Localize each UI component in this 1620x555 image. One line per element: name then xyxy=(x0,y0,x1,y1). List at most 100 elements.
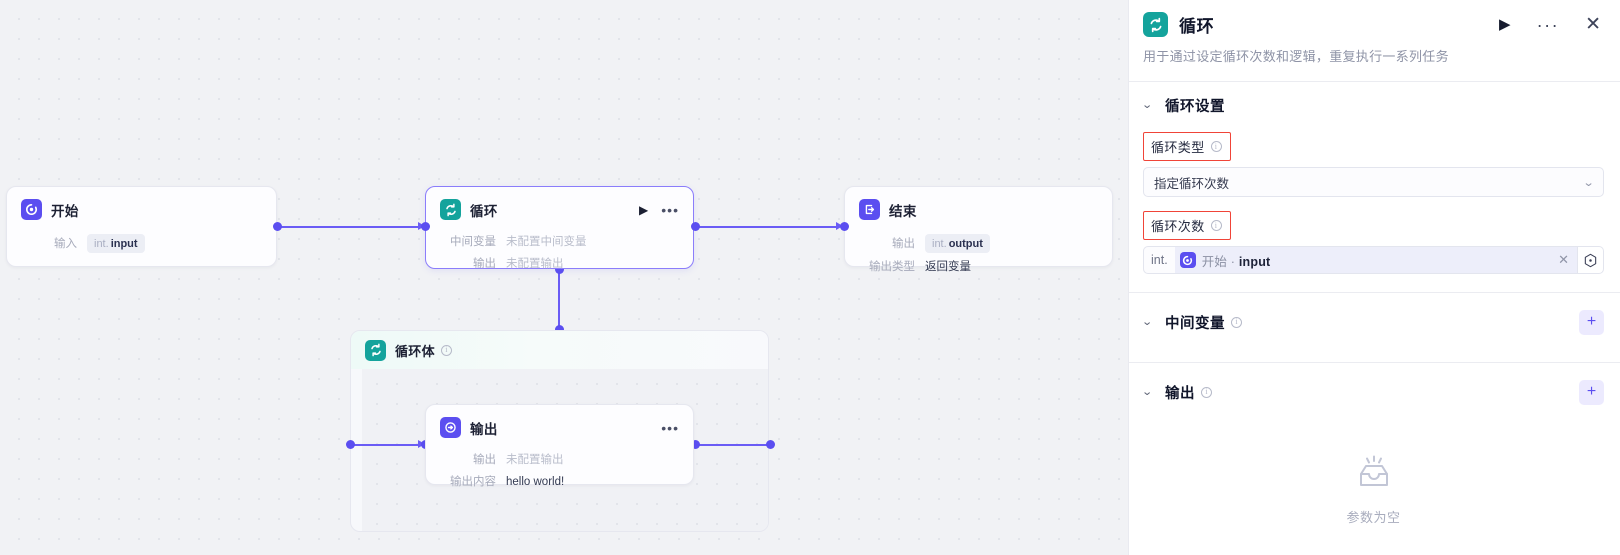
info-icon[interactable]: i xyxy=(1231,316,1242,328)
clear-icon[interactable]: ✕ xyxy=(1558,252,1569,267)
node-loop-body-rows: 中间变量 未配置中间变量 输出 未配置输出 xyxy=(426,226,693,284)
edge-loop-to-end xyxy=(695,226,838,228)
info-icon[interactable]: i xyxy=(1210,220,1222,231)
edge-loop-to-body xyxy=(558,269,560,329)
row-label: 中间变量 xyxy=(450,236,496,248)
chip-type: int. xyxy=(94,237,109,250)
row-value: 返回变量 xyxy=(925,261,971,273)
chevron-down-icon[interactable]: ⌄ xyxy=(1141,98,1153,111)
variable-chip: int.input xyxy=(87,234,145,253)
node-loop-row-output: 输出 未配置输出 xyxy=(440,256,679,272)
port-body-in[interactable] xyxy=(345,439,355,449)
section-title: 循环设置 xyxy=(1165,98,1225,115)
row-label: 输入 xyxy=(54,237,77,250)
field-label-loop-type: 循环类型 i xyxy=(1143,132,1231,161)
port-body-out[interactable] xyxy=(765,439,775,449)
panel-title: 循环 xyxy=(1179,17,1215,36)
node-loop[interactable]: 循环 ▶ ••• 中间变量 未配置中间变量 输出 未配置输出 xyxy=(425,186,694,270)
node-end-row-output: 输出 int.output xyxy=(859,234,1098,253)
port-output-out[interactable] xyxy=(690,439,700,449)
node-output-header: 输出 ••• xyxy=(426,405,693,444)
node-start-title: 开始 xyxy=(51,203,79,219)
variable-reference-input[interactable]: 开始 · input ✕ xyxy=(1174,246,1578,274)
node-output-actions: ••• xyxy=(661,421,679,435)
port-loop-bottom[interactable] xyxy=(554,264,564,274)
chip-value: input xyxy=(110,237,138,250)
variable-chip: int.output xyxy=(925,234,990,253)
port-loop-in[interactable] xyxy=(420,221,430,231)
flow-canvas[interactable]: 开始 输入 int.input 循环 xyxy=(0,0,1128,555)
port-loopbody-top[interactable] xyxy=(554,324,564,334)
section-title: 中间变量 xyxy=(1165,315,1225,332)
row-value: hello world! xyxy=(506,476,565,488)
more-icon[interactable]: ··· xyxy=(1536,14,1560,35)
row-label: 输出内容 xyxy=(450,476,496,488)
loop-type-select[interactable]: 指定循环次数 ⌄ xyxy=(1143,167,1604,197)
edge-start-to-loop xyxy=(277,226,420,228)
more-icon[interactable]: ••• xyxy=(661,201,679,218)
chevron-down-icon[interactable]: ⌄ xyxy=(1141,385,1153,398)
row-value: 未配置输出 xyxy=(506,454,564,466)
port-loop-out[interactable] xyxy=(690,221,700,231)
start-node-icon xyxy=(1179,252,1196,268)
row-label: 输出 xyxy=(473,454,496,466)
type-tag: int. xyxy=(1143,246,1175,274)
port-start-out[interactable] xyxy=(272,221,282,231)
node-loop-actions: ▶ ••• xyxy=(639,203,679,217)
close-icon[interactable]: ✕ xyxy=(1585,14,1601,35)
node-start-row-input: 输入 int.input xyxy=(21,234,262,253)
section-output: ⌄ 输出 i + 参数为空 xyxy=(1129,363,1620,526)
section-output-header[interactable]: ⌄ 输出 i + xyxy=(1141,363,1604,421)
row-value: 未配置输出 xyxy=(506,258,564,270)
section-intermediate-header[interactable]: ⌄ 中间变量 i + xyxy=(1141,293,1604,351)
empty-inbox-icon xyxy=(1359,455,1388,486)
node-end-header: 结束 xyxy=(845,187,1112,226)
node-loop-title: 循环 xyxy=(470,203,498,219)
row-label: 输出 xyxy=(473,258,496,270)
node-end-title: 结束 xyxy=(889,203,917,219)
chip-type: int. xyxy=(932,237,947,250)
port-end-in[interactable] xyxy=(839,221,849,231)
node-start-body: 输入 int.input xyxy=(7,226,276,265)
more-icon[interactable]: ••• xyxy=(661,419,679,436)
run-icon[interactable]: ▶ xyxy=(1499,16,1511,33)
loop-count-field[interactable]: int. 开始 · input ✕ xyxy=(1143,246,1604,274)
loop-node-icon xyxy=(1143,12,1168,37)
node-start[interactable]: 开始 输入 int.input xyxy=(6,186,277,267)
panel-header: 循环 ▶ ··· ✕ xyxy=(1129,0,1620,37)
ref-field: input xyxy=(1238,254,1271,269)
node-output[interactable]: 输出 ••• 输出 未配置输出 输出内容 hello world! xyxy=(425,404,694,488)
chevron-down-icon[interactable]: ⌄ xyxy=(1141,315,1153,328)
play-icon[interactable]: ▶ xyxy=(639,202,649,217)
section-loop-settings-header[interactable]: ⌄ 循环设置 xyxy=(1141,82,1604,128)
node-output-body: 输出 未配置输出 输出内容 hello world! xyxy=(426,444,693,502)
ref-node: 开始 xyxy=(1201,254,1228,269)
ref-separator: · xyxy=(1230,254,1236,269)
node-output-row-output: 输出 未配置输出 xyxy=(440,452,679,468)
field-label-loop-count: 循环次数 i xyxy=(1143,211,1231,240)
info-icon[interactable]: i xyxy=(1210,141,1222,152)
loop-type-value: 指定循环次数 xyxy=(1154,176,1230,191)
chevron-down-icon[interactable]: ⌄ xyxy=(1582,176,1595,189)
row-value: 未配置中间变量 xyxy=(506,236,587,248)
label-text: 循环类型 xyxy=(1151,140,1205,155)
divider xyxy=(1129,81,1620,82)
add-intermediate-var-button[interactable]: + xyxy=(1579,309,1604,335)
node-end[interactable]: 结束 输出 int.output 输出类型 返回变量 xyxy=(844,186,1113,273)
loop-body-title: 循环体 xyxy=(395,343,435,359)
node-loop-header: 循环 ▶ ••• xyxy=(426,187,693,226)
variable-picker-button[interactable] xyxy=(1578,246,1604,274)
info-icon[interactable]: i xyxy=(440,344,452,356)
node-start-header: 开始 xyxy=(7,187,276,226)
section-intermediate-vars: ⌄ 中间变量 i + xyxy=(1129,293,1620,362)
edge-body-in xyxy=(352,444,420,446)
node-output-row-content: 输出内容 hello world! xyxy=(440,474,679,490)
output-empty-state: 参数为空 xyxy=(1143,421,1604,526)
section-loop-settings: ⌄ 循环设置 循环类型 i 指定循环次数 ⌄ 循环次数 i int. xyxy=(1129,82,1620,292)
info-icon[interactable]: i xyxy=(1201,386,1212,398)
node-loop-row-intermediate: 中间变量 未配置中间变量 xyxy=(440,234,679,250)
add-output-button[interactable]: + xyxy=(1579,379,1604,405)
row-label: 输出类型 xyxy=(869,261,915,273)
start-node-icon xyxy=(21,199,42,220)
